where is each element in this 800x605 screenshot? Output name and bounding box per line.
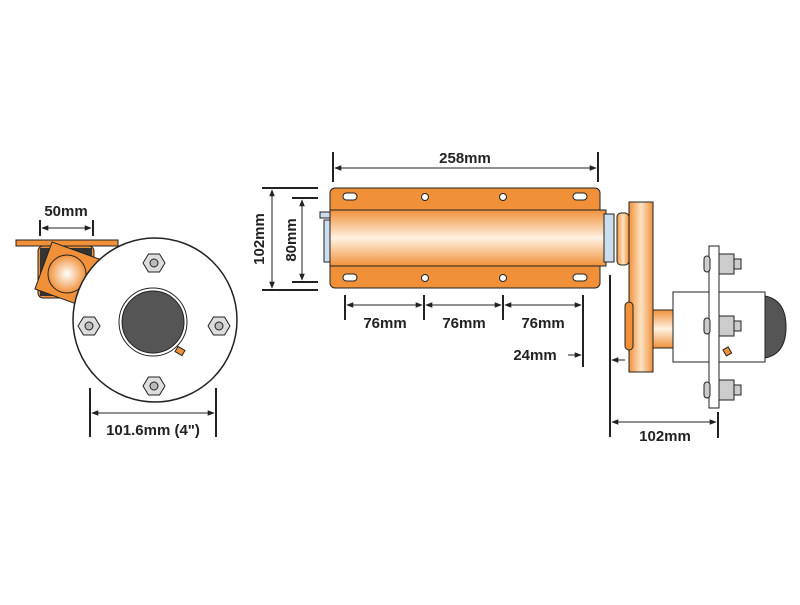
- dim-hub-pcd: 101.6mm (4"): [106, 422, 200, 439]
- dim-hole-pitch-1: 76mm: [363, 315, 406, 332]
- dim-hole-pitch-2: 76mm: [442, 315, 485, 332]
- dim-hole-pitch-3: 76mm: [521, 315, 564, 332]
- end-view: 50mm 101.6mm (4"): [15, 203, 238, 439]
- axle-tube: [329, 209, 607, 267]
- mounting-plate: [15, 239, 119, 247]
- dust-cap: [121, 290, 185, 354]
- mounting-holes: [342, 192, 588, 282]
- torsion-bar: [47, 254, 87, 294]
- dim-bracket-width: 50mm: [44, 203, 87, 220]
- dim-offset: 24mm: [513, 347, 556, 364]
- stub-axle: [652, 309, 674, 349]
- dim-hole-spacing: 80mm: [283, 218, 300, 261]
- stub-axle-hub: 102mm: [609, 201, 787, 445]
- dust-cap: [764, 295, 787, 359]
- grease-nipple-icon: [174, 345, 186, 357]
- grease-nipple-icon: [722, 346, 733, 357]
- end-bush: [603, 213, 615, 263]
- dim-stub-length: 102mm: [639, 428, 691, 445]
- side-view: 258mm 102mm 80mm 76mm 76mm 76mm 24mm: [251, 150, 625, 367]
- wheel-studs: [703, 253, 742, 401]
- dim-plate-height: 102mm: [251, 213, 268, 265]
- wheel-nuts: [77, 253, 231, 396]
- dim-axle-length: 258mm: [439, 150, 491, 167]
